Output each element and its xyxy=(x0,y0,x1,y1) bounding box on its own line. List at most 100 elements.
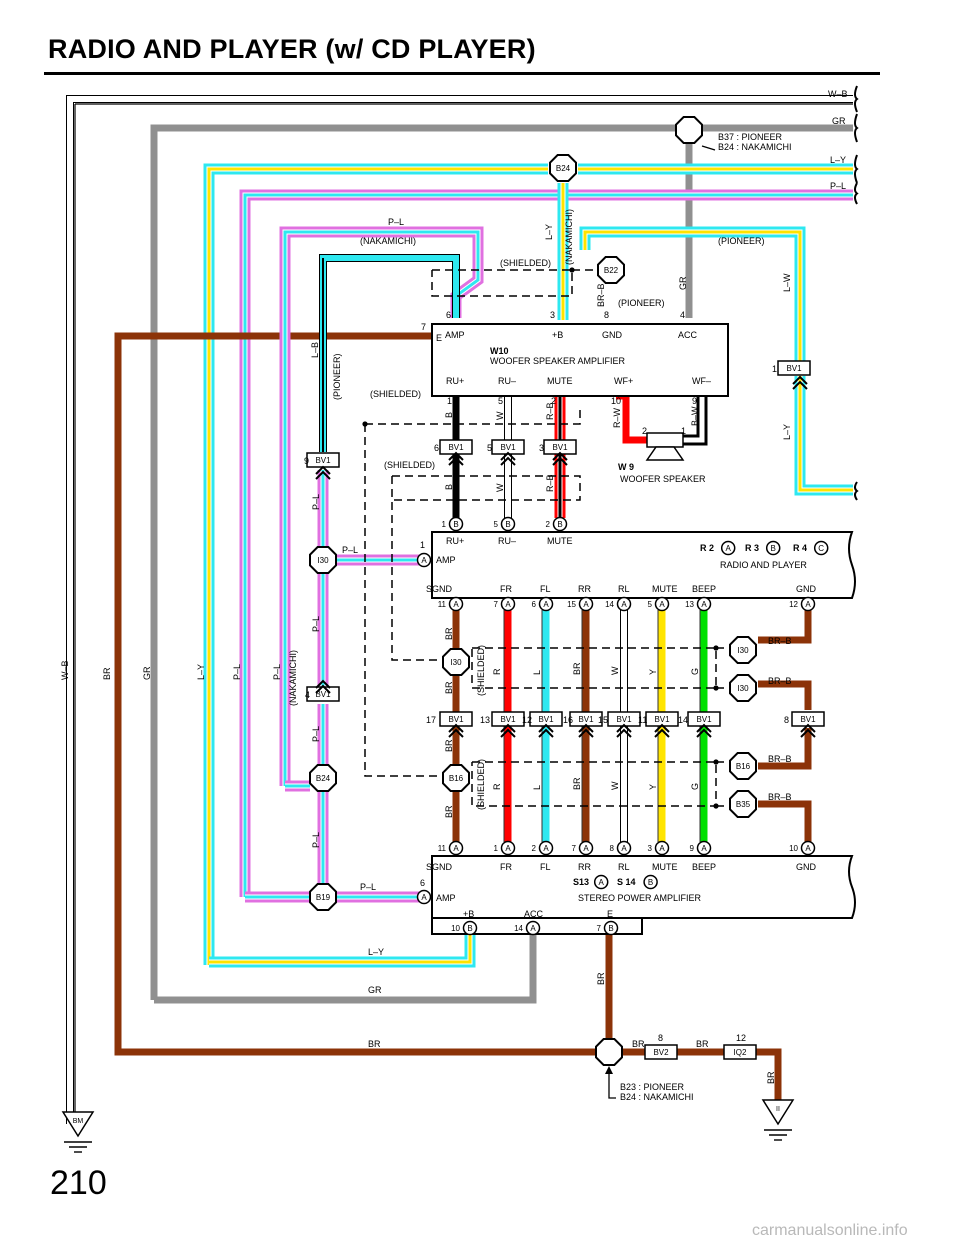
b24-top xyxy=(549,154,577,182)
chevron-12-b xyxy=(800,728,816,738)
label: +B xyxy=(463,909,474,919)
pin-s13-0 xyxy=(448,840,464,856)
pin-r2-1 xyxy=(500,596,516,612)
label: 3 xyxy=(539,443,544,453)
pin-r2-1-num: 7 xyxy=(494,600,499,609)
label: RR xyxy=(578,862,591,872)
pin-s13-0-letter: A xyxy=(453,844,459,853)
chevron-5 xyxy=(448,723,464,733)
bv1-6-label: BV1 xyxy=(448,443,464,452)
pin-r2-6-letter: A xyxy=(701,600,707,609)
pin-s13-a14-num: 14 xyxy=(514,924,523,933)
pin-s13-2-letter: A xyxy=(543,844,549,853)
label: BR xyxy=(444,681,454,694)
label: P–L xyxy=(311,726,321,742)
pin-r-b1-num: 1 xyxy=(442,520,447,529)
pin-r2-4 xyxy=(616,596,632,612)
label: BR xyxy=(368,1039,381,1049)
b24-left-label: B24 xyxy=(316,774,331,783)
label: (NAKAMICHI) xyxy=(360,236,416,246)
label: L xyxy=(532,670,542,675)
label: L–B xyxy=(310,342,320,358)
pin-r2-5-num: 5 xyxy=(648,600,653,609)
pin-r2-2 xyxy=(538,596,554,612)
b22-connector xyxy=(597,256,625,284)
label: L–Y xyxy=(782,424,792,440)
label: BR–B xyxy=(596,283,606,307)
label: GR xyxy=(832,116,846,126)
label: SGND xyxy=(426,862,453,872)
pin-s13-5 xyxy=(654,840,670,856)
label: WOOFER SPEAKER xyxy=(620,474,706,484)
label: B24 : NAKAMICHI xyxy=(718,142,792,152)
b16-mid xyxy=(442,764,470,792)
b37-junction xyxy=(675,116,703,144)
label: +B xyxy=(552,330,563,340)
r2-code-code: R 2 xyxy=(700,543,714,553)
label: L–Y xyxy=(196,664,206,680)
bv1-r xyxy=(777,360,811,376)
pin-s13-6-num: 9 xyxy=(690,844,695,853)
page-title: RADIO AND PLAYER (w/ CD PLAYER) xyxy=(48,34,536,64)
b16-right-label: B16 xyxy=(736,762,751,771)
label: B37 : PIONEER xyxy=(718,132,783,142)
shield-2-top xyxy=(365,410,581,425)
label: W–B xyxy=(828,89,848,99)
label: P–L xyxy=(342,545,358,555)
chevron-11-b xyxy=(696,728,712,738)
label: 5 xyxy=(487,443,492,453)
label: 15 xyxy=(598,715,608,725)
wire-w-b xyxy=(66,95,853,1124)
pin-s13-b7-letter: B xyxy=(608,924,613,933)
label: 4 xyxy=(305,690,310,700)
label: G xyxy=(690,783,700,790)
label: RL xyxy=(618,584,630,594)
label: 1 xyxy=(447,396,452,406)
label: FL xyxy=(540,584,551,594)
label: W10 xyxy=(490,346,509,356)
chevron-4 xyxy=(315,679,331,689)
label: 5 xyxy=(498,396,503,406)
label: P–L xyxy=(311,832,321,848)
wire-p-l-tracer xyxy=(243,193,853,897)
pin-s13-6-letter: A xyxy=(701,844,707,853)
label: 16 xyxy=(563,715,573,725)
pin-s13-4-num: 8 xyxy=(610,844,615,853)
chevron-6 xyxy=(500,723,516,733)
bv1-row-4-label: BV1 xyxy=(616,715,632,724)
chevron-6-b xyxy=(500,728,516,738)
pin-r2-7 xyxy=(800,596,816,612)
label: FR xyxy=(500,862,512,872)
label: L xyxy=(532,785,542,790)
label: Y xyxy=(648,784,658,790)
label: (NAKAMICHI) xyxy=(288,650,298,706)
b19-connector-label: B19 xyxy=(316,893,331,902)
pin-r-b5 xyxy=(500,516,516,532)
pin-s13-7 xyxy=(800,840,816,856)
wire-gnd-3 xyxy=(758,728,812,770)
chevron-10-b xyxy=(654,728,670,738)
pin-r2-4-num: 14 xyxy=(605,600,614,609)
label: BR–B xyxy=(768,792,792,802)
pin-s13-3-num: 7 xyxy=(572,844,577,853)
pin-r2-0 xyxy=(448,596,464,612)
chevron-5-b xyxy=(448,728,464,738)
label: P–L xyxy=(232,664,242,680)
label: BR xyxy=(444,627,454,640)
brace-5 xyxy=(854,481,859,501)
label: P–L xyxy=(830,181,846,191)
wire-l-w-tracer xyxy=(583,230,802,368)
pin-s13-b7-num: 7 xyxy=(597,924,602,933)
pin-r-b2 xyxy=(552,516,568,532)
label: R xyxy=(492,783,502,790)
label: P–L xyxy=(311,494,321,510)
wire-l-y-right2-gap xyxy=(797,376,853,493)
chevron-11 xyxy=(696,723,712,733)
label: 12 xyxy=(522,715,532,725)
label: WF+ xyxy=(614,376,633,386)
s13-code-ring xyxy=(593,874,609,890)
chevron-9-b xyxy=(616,728,632,738)
label: (PIONEER) xyxy=(618,298,665,308)
